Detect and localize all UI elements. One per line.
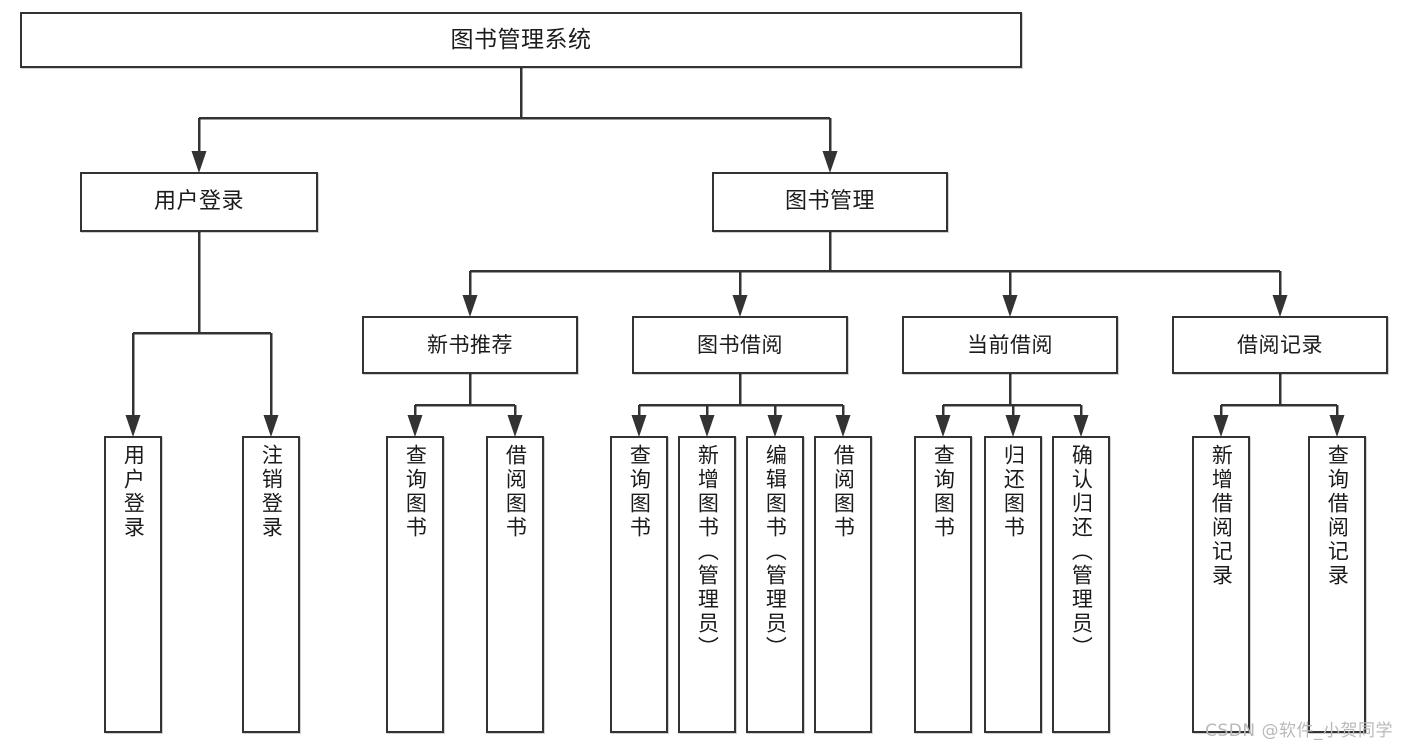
node-root[interactable]: 图书管理系统 <box>20 12 1022 68</box>
edge-arrowhead-leaf-borrow-lend <box>835 415 851 437</box>
edge-arrowhead-leaf-user-login <box>125 415 141 437</box>
node-label-leaf-rec-add: 新增借阅记录 <box>1209 444 1234 588</box>
node-leaf-user-logout[interactable]: 注销登录 <box>242 436 300 733</box>
node-leaf-borrow-edit[interactable]: 编辑图书（管理员） <box>746 436 804 733</box>
node-label-book-manage: 图书管理 <box>784 189 875 215</box>
node-current-borrow[interactable]: 当前借阅 <box>902 316 1118 374</box>
edge-arrowhead-book-borrow <box>732 295 748 317</box>
node-label-leaf-cur-return: 归还图书 <box>1001 444 1026 540</box>
node-label-leaf-cur-confirm: 确认归还（管理员） <box>1069 444 1094 660</box>
node-book-borrow[interactable]: 图书借阅 <box>632 316 848 374</box>
node-leaf-rec-query2[interactable]: 查询借阅记录 <box>1308 436 1366 733</box>
node-label-leaf-rec-borrow: 借阅图书 <box>503 444 528 540</box>
edge-arrowhead-leaf-cur-confirm <box>1073 415 1089 437</box>
node-leaf-rec-query[interactable]: 查询图书 <box>386 436 444 733</box>
node-book-manage[interactable]: 图书管理 <box>712 172 948 232</box>
node-leaf-cur-confirm[interactable]: 确认归还（管理员） <box>1052 436 1110 733</box>
node-leaf-rec-add[interactable]: 新增借阅记录 <box>1192 436 1250 733</box>
node-leaf-borrow-lend[interactable]: 借阅图书 <box>814 436 872 733</box>
node-label-current-borrow: 当前借阅 <box>967 332 1053 357</box>
node-leaf-user-login[interactable]: 用户登录 <box>104 436 162 733</box>
node-leaf-cur-return[interactable]: 归还图书 <box>984 436 1042 733</box>
edge-arrowhead-borrow-record <box>1272 295 1288 317</box>
edge-arrowhead-new-book-rec <box>462 295 478 317</box>
node-label-user-login: 用户登录 <box>153 189 244 215</box>
node-label-leaf-borrow-edit: 编辑图书（管理员） <box>763 444 788 660</box>
edge-arrowhead-leaf-borrow-edit <box>767 415 783 437</box>
edge-arrowhead-leaf-rec-query2 <box>1329 415 1345 437</box>
node-label-leaf-borrow-add: 新增图书（管理员） <box>695 444 720 660</box>
node-label-leaf-borrow-lend: 借阅图书 <box>831 444 856 540</box>
watermark-label: CSDN @软件_小贺同学 <box>1205 721 1393 741</box>
edge-arrowhead-leaf-rec-add <box>1213 415 1229 437</box>
edge-arrowhead-leaf-user-logout <box>263 415 279 437</box>
node-leaf-borrow-query[interactable]: 查询图书 <box>610 436 668 733</box>
node-label-borrow-record: 借阅记录 <box>1237 332 1323 357</box>
node-user-login[interactable]: 用户登录 <box>80 172 318 232</box>
edge-arrowhead-leaf-borrow-query <box>631 415 647 437</box>
edge-arrowhead-book-manage <box>822 151 838 173</box>
node-label-leaf-rec-query2: 查询借阅记录 <box>1325 444 1350 588</box>
edge-arrowhead-current-borrow <box>1002 295 1018 317</box>
edge-arrowhead-leaf-rec-query <box>407 415 423 437</box>
node-label-leaf-user-logout: 注销登录 <box>259 444 284 540</box>
node-label-leaf-user-login: 用户登录 <box>121 444 146 540</box>
node-leaf-rec-borrow[interactable]: 借阅图书 <box>486 436 544 733</box>
node-label-leaf-rec-query: 查询图书 <box>403 444 428 540</box>
edge-arrowhead-user-login <box>191 151 207 173</box>
node-borrow-record[interactable]: 借阅记录 <box>1172 316 1388 374</box>
node-label-root: 图书管理系统 <box>450 26 592 53</box>
node-new-book-rec[interactable]: 新书推荐 <box>362 316 578 374</box>
edge-arrowhead-leaf-cur-query <box>935 415 951 437</box>
node-label-book-borrow: 图书借阅 <box>697 332 783 357</box>
edge-arrowhead-leaf-borrow-add <box>699 415 715 437</box>
node-label-leaf-cur-query: 查询图书 <box>931 444 956 540</box>
node-leaf-borrow-add[interactable]: 新增图书（管理员） <box>678 436 736 733</box>
node-leaf-cur-query[interactable]: 查询图书 <box>914 436 972 733</box>
edge-arrowhead-leaf-rec-borrow <box>507 415 523 437</box>
node-label-new-book-rec: 新书推荐 <box>427 332 513 357</box>
node-label-leaf-borrow-query: 查询图书 <box>627 444 652 540</box>
edge-arrowhead-leaf-cur-return <box>1005 415 1021 437</box>
